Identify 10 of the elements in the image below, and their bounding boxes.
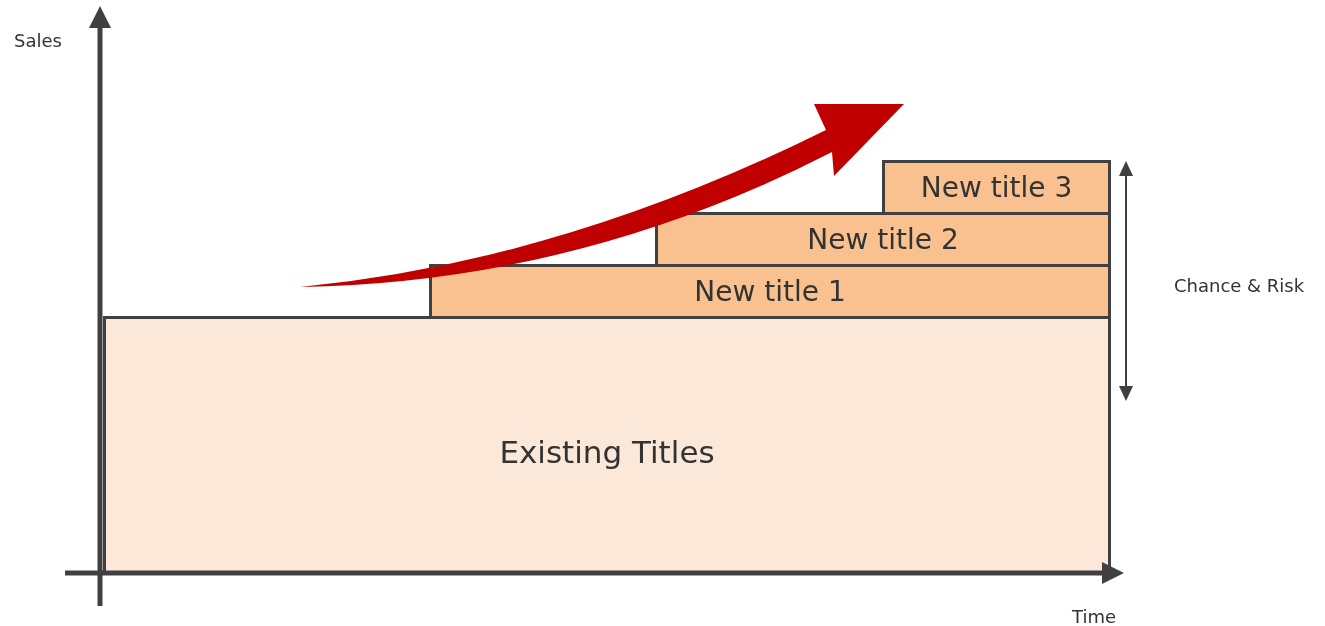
new-title-bar — [882, 160, 1111, 215]
axis-label: Sales — [14, 30, 62, 51]
bar-label: New title 1 — [694, 275, 846, 308]
new-title-bar — [429, 264, 1111, 319]
new-title-bar — [655, 212, 1111, 267]
axis-label: Time — [1072, 606, 1117, 626]
dimension-label: Chance & Risk — [1174, 275, 1305, 296]
bar-label: New title 3 — [920, 171, 1073, 204]
bar-label: New title 2 — [807, 223, 959, 256]
area-label: Existing Titles — [499, 433, 715, 470]
